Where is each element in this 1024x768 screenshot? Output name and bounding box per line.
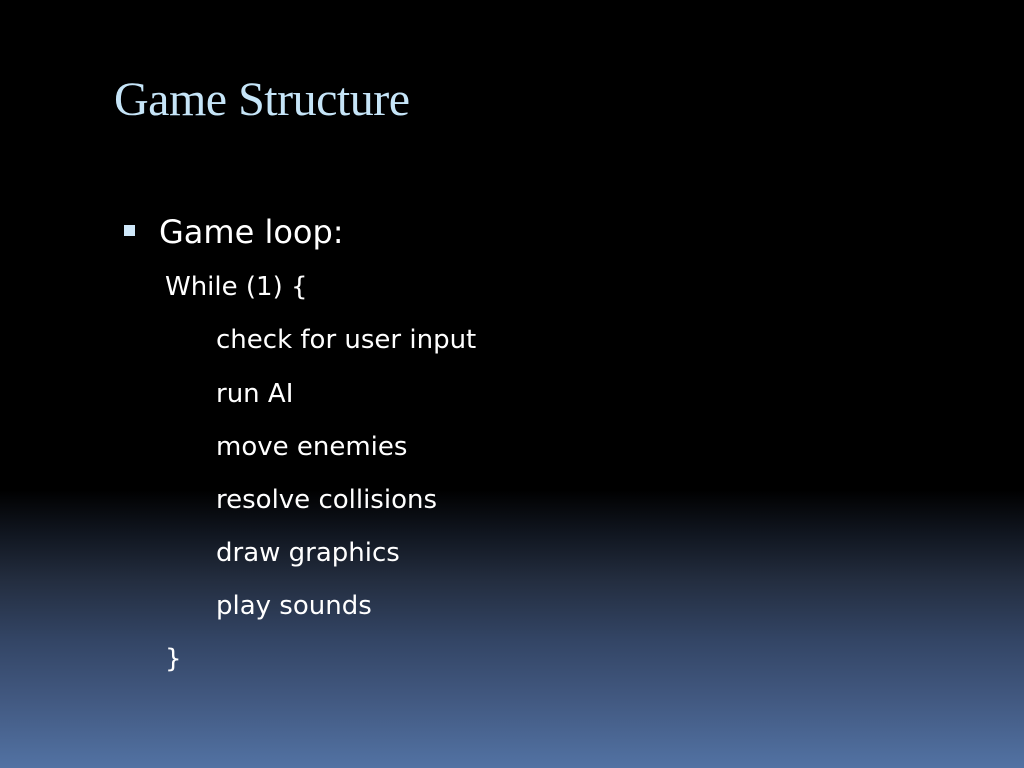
code-step-sounds: play sounds xyxy=(216,591,372,621)
code-loop-open: While (1) { xyxy=(165,272,308,302)
code-step-graphics: draw graphics xyxy=(216,538,400,568)
code-step-ai: run AI xyxy=(216,379,294,409)
slide-title: Game Structure xyxy=(114,73,410,126)
code-step-collisions: resolve collisions xyxy=(216,485,438,515)
bullet-text: Game loop: xyxy=(159,213,344,251)
square-bullet-icon xyxy=(124,225,135,236)
code-step-move: move enemies xyxy=(216,432,408,462)
code-step-input: check for user input xyxy=(216,325,477,355)
code-loop-close: } xyxy=(165,644,182,674)
